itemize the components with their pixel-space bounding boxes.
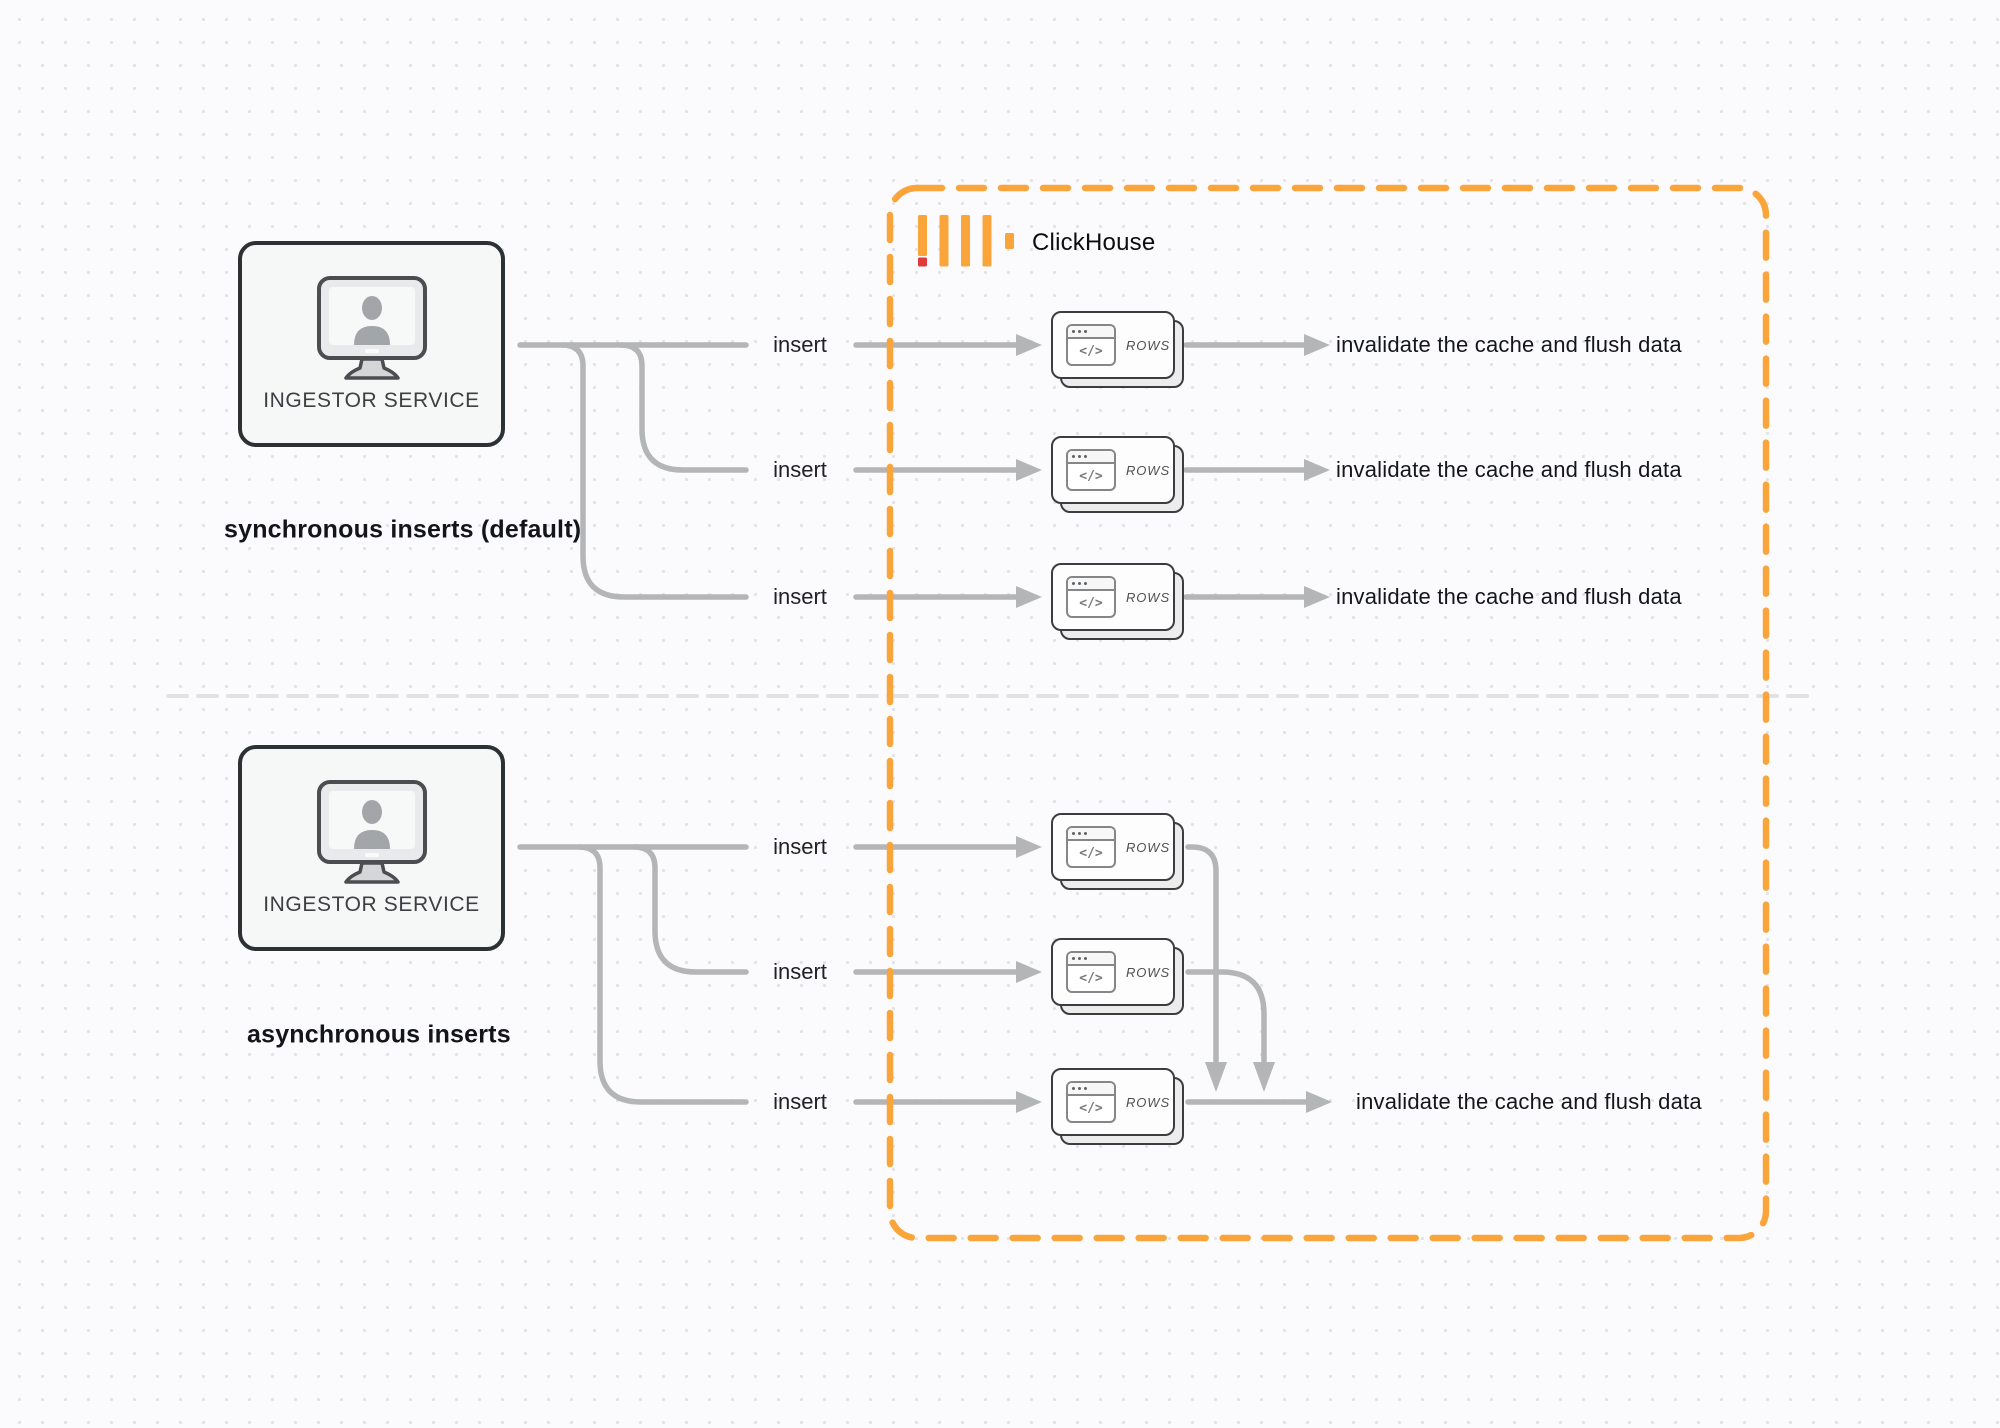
window-dots-icon xyxy=(1068,953,1114,966)
insert-label: insert xyxy=(773,1089,827,1114)
code-window-icon: </> xyxy=(1066,324,1116,366)
rows-batch-card: </> ROWS xyxy=(1051,938,1184,1015)
clickhouse-logo-icon xyxy=(918,215,1015,272)
insert-label: insert xyxy=(773,332,827,357)
code-glyph: </> xyxy=(1079,1101,1103,1116)
arrowhead xyxy=(1016,836,1042,858)
arrowhead xyxy=(1016,1091,1042,1113)
rows-card-front: </> ROWS xyxy=(1051,1068,1175,1136)
code-window-icon: </> xyxy=(1066,576,1116,618)
insert-label: insert xyxy=(773,959,827,984)
async-section-caption: asynchronous inserts xyxy=(247,1020,511,1049)
window-dots-icon xyxy=(1068,451,1114,464)
sync-wire-row2 xyxy=(618,342,749,473)
rows-label: ROWS xyxy=(1126,964,1171,980)
outcome-label: invalidate the cache and flush data xyxy=(1356,1089,1702,1114)
code-glyph: </> xyxy=(1079,344,1103,359)
async-merge-wire-row1 xyxy=(1185,844,1219,1065)
async-wire-row3 xyxy=(576,844,749,1105)
arrowhead-down xyxy=(1253,1062,1275,1092)
code-window-icon: </> xyxy=(1066,826,1116,868)
code-window-icon: </> xyxy=(1066,1081,1116,1123)
rows-card-front: </> ROWS xyxy=(1051,311,1175,379)
clickhouse-title: ClickHouse xyxy=(1032,229,1156,256)
monitor-user-icon xyxy=(316,779,428,894)
sync-wire-row3 xyxy=(559,342,749,600)
arrowhead xyxy=(1016,459,1042,481)
arrowhead xyxy=(1016,961,1042,983)
code-glyph: </> xyxy=(1079,846,1103,861)
code-window-icon: </> xyxy=(1066,951,1116,993)
async-wire-row2 xyxy=(631,844,749,975)
arrowhead xyxy=(1306,1091,1332,1113)
ingestor-service-box-sync: INGESTOR SERVICE xyxy=(238,241,505,447)
outcome-label: invalidate the cache and flush data xyxy=(1336,457,1682,482)
code-glyph: </> xyxy=(1079,469,1103,484)
insert-label: insert xyxy=(773,834,827,859)
window-dots-icon xyxy=(1068,326,1114,339)
code-window-icon: </> xyxy=(1066,449,1116,491)
rows-label: ROWS xyxy=(1126,337,1171,353)
sync-section-caption: synchronous inserts (default) xyxy=(224,515,582,544)
code-glyph: </> xyxy=(1079,971,1103,986)
insert-label: insert xyxy=(773,584,827,609)
rows-card-front: </> ROWS xyxy=(1051,563,1175,631)
rows-card-front: </> ROWS xyxy=(1051,938,1175,1006)
window-dots-icon xyxy=(1068,578,1114,591)
ingestor-service-label: INGESTOR SERVICE xyxy=(263,389,480,412)
rows-label: ROWS xyxy=(1126,1094,1171,1110)
clickhouse-boundary-dashed-box xyxy=(886,184,1770,1242)
async-merge-wire-row2 xyxy=(1185,969,1267,1065)
rows-card-front: </> ROWS xyxy=(1051,813,1175,881)
window-dots-icon xyxy=(1068,828,1114,841)
ingestor-service-box-async: INGESTOR SERVICE xyxy=(238,745,505,951)
window-dots-icon xyxy=(1068,1083,1114,1096)
arrowhead xyxy=(1304,459,1330,481)
rows-batch-card: </> ROWS xyxy=(1051,436,1184,513)
arrowhead-down xyxy=(1205,1062,1227,1092)
rows-batch-card: </> ROWS xyxy=(1051,311,1184,388)
rows-label: ROWS xyxy=(1126,589,1171,605)
outcome-label: invalidate the cache and flush data xyxy=(1336,332,1682,357)
arrowhead xyxy=(1016,586,1042,608)
rows-batch-card: </> ROWS xyxy=(1051,813,1184,890)
rows-label: ROWS xyxy=(1126,839,1171,855)
arrowhead xyxy=(1016,334,1042,356)
arrowhead xyxy=(1304,586,1330,608)
insert-label: insert xyxy=(773,457,827,482)
arrowhead xyxy=(1304,334,1330,356)
outcome-label: invalidate the cache and flush data xyxy=(1336,584,1682,609)
monitor-user-icon xyxy=(316,275,428,390)
rows-batch-card: </> ROWS xyxy=(1051,1068,1184,1145)
code-glyph: </> xyxy=(1079,596,1103,611)
rows-batch-card: </> ROWS xyxy=(1051,563,1184,640)
ingestor-service-label: INGESTOR SERVICE xyxy=(263,893,480,916)
rows-card-front: </> ROWS xyxy=(1051,436,1175,504)
rows-label: ROWS xyxy=(1126,462,1171,478)
